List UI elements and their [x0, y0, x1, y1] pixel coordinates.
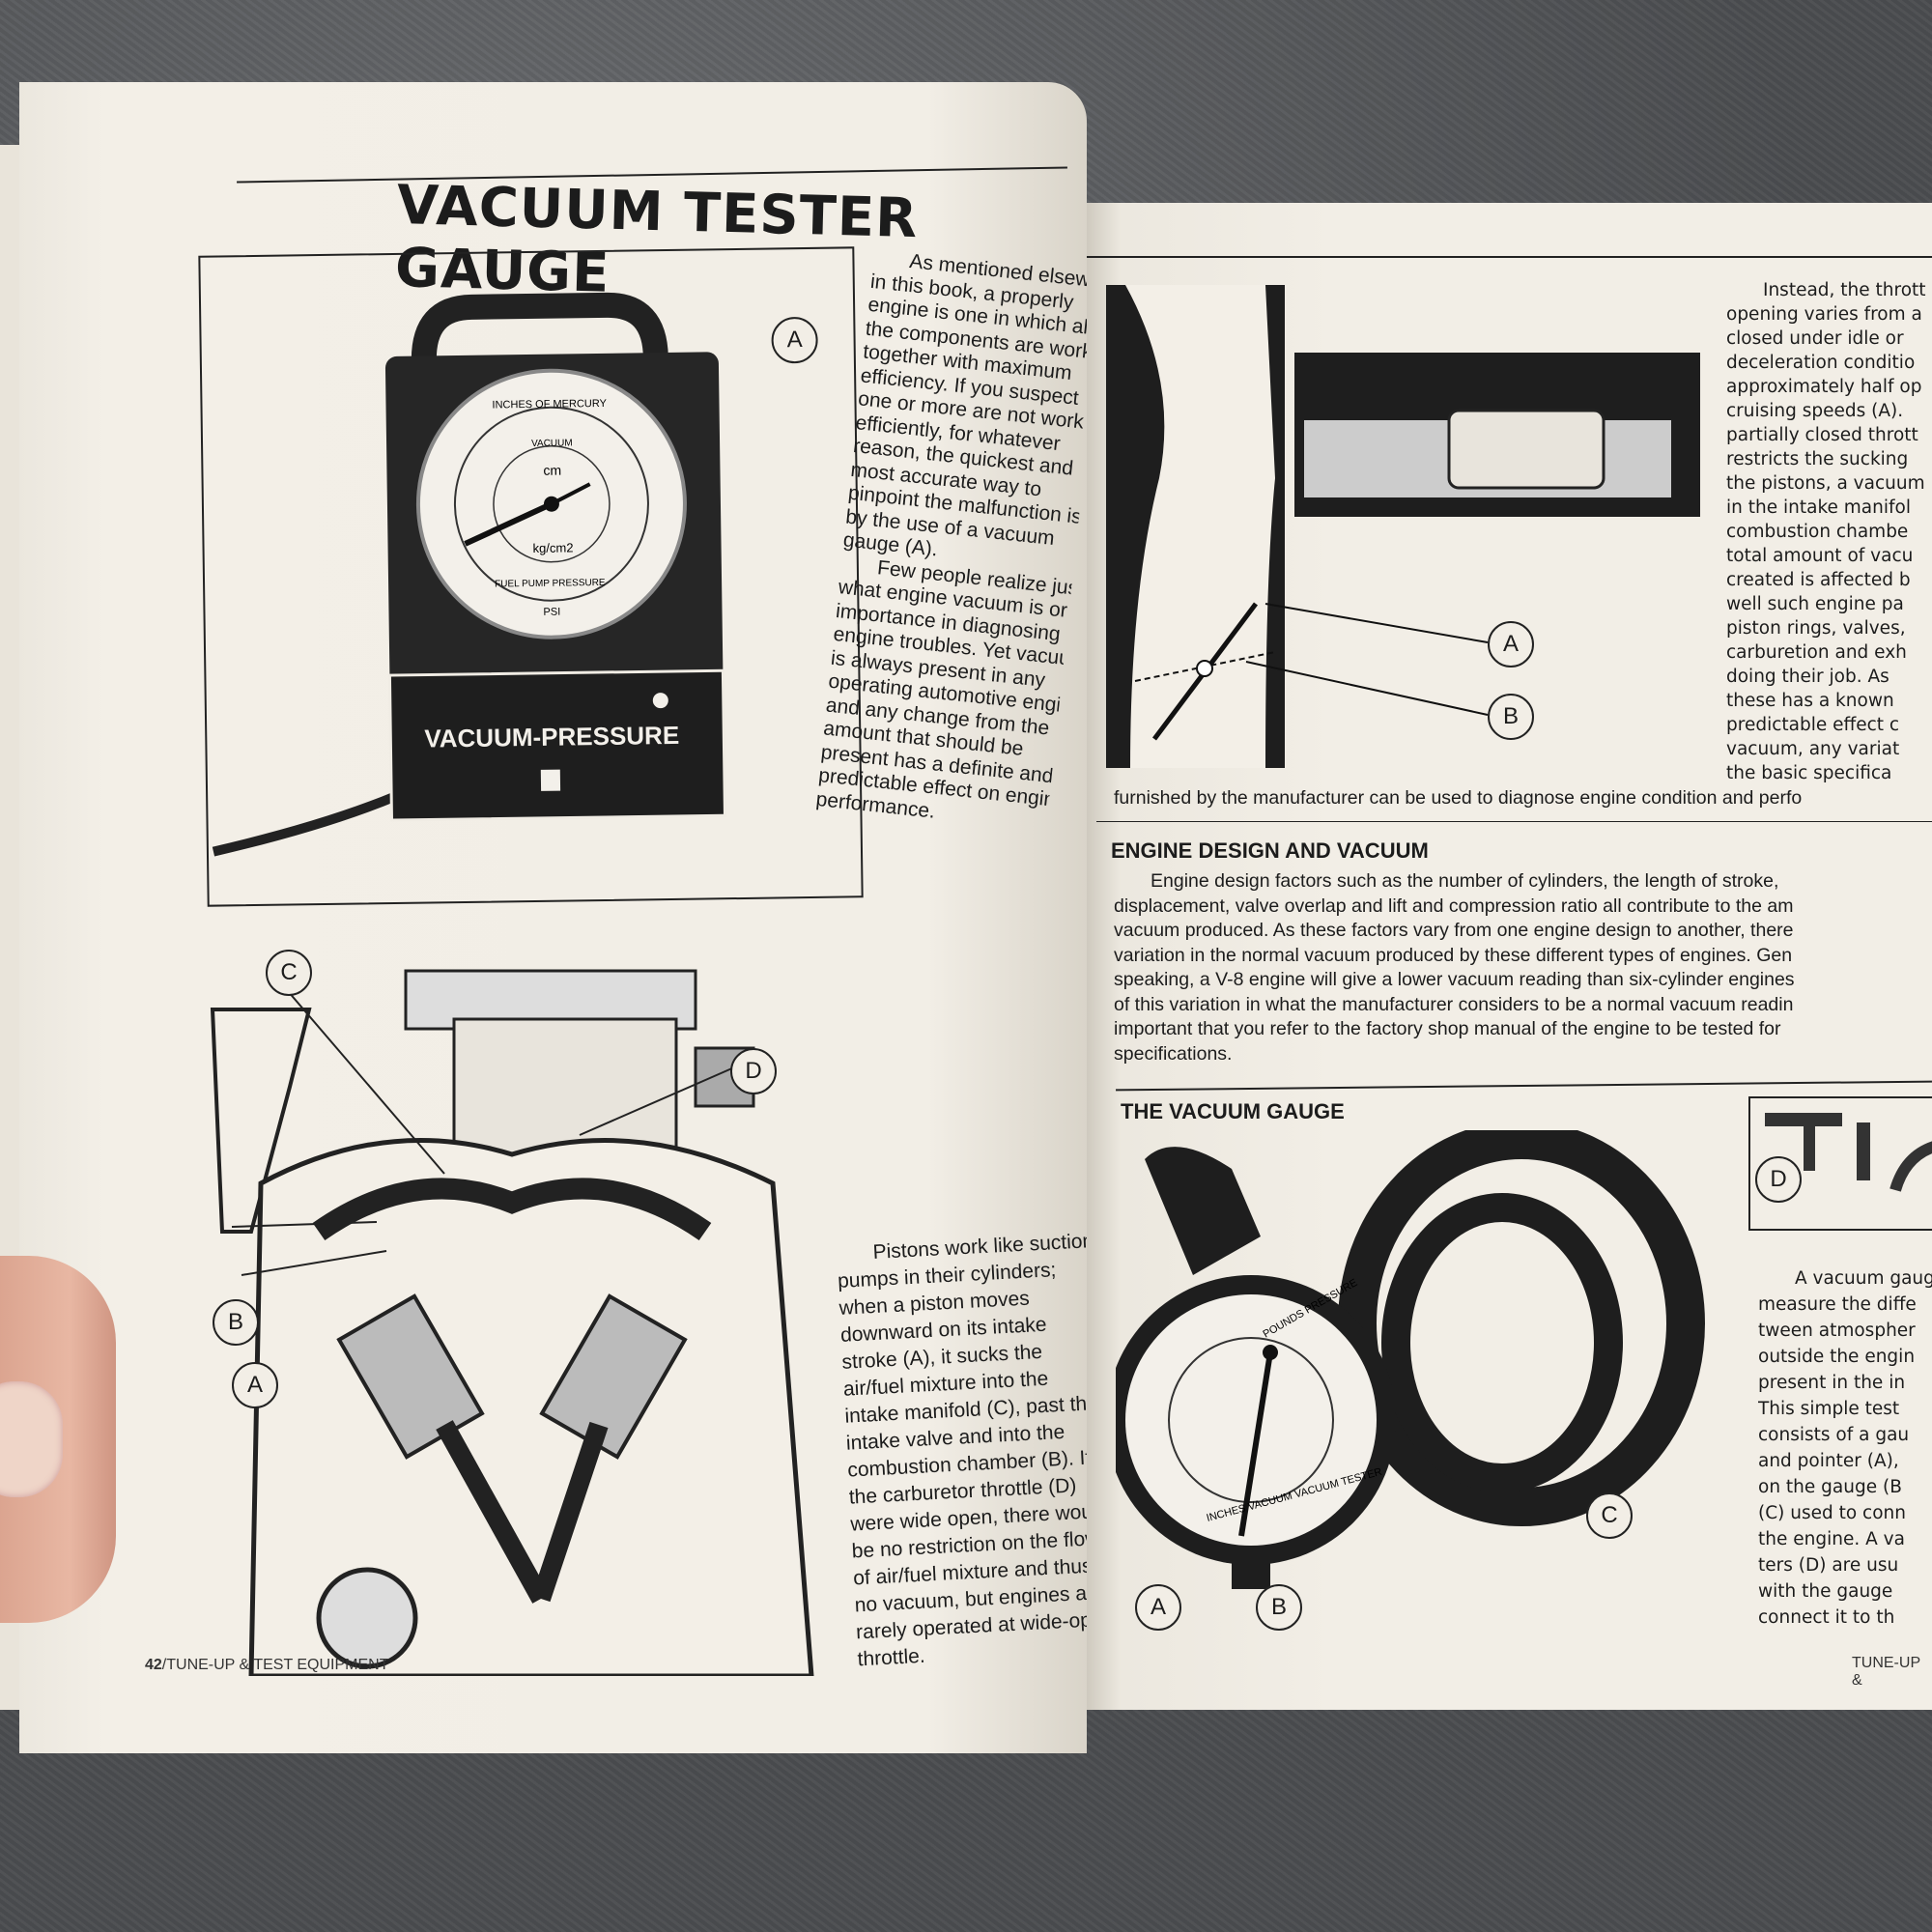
text-line: in the intake manifol — [1726, 497, 1911, 518]
dial-label-kg: kg/cm2 — [532, 540, 573, 555]
text-line: important that you refer to the factory … — [1114, 1018, 1781, 1039]
dial-label-mercury: INCHES OF MERCURY — [492, 398, 607, 412]
text-line: closed under idle or — [1726, 328, 1904, 349]
divider — [1096, 821, 1932, 822]
dial-label-cm: cm — [543, 463, 561, 478]
dial-label-vacuum: VACUUM — [531, 438, 573, 449]
text-line: Engine design factors such as the number… — [1151, 870, 1779, 892]
text-line: vacuum, any variat — [1726, 739, 1900, 759]
text-line: piston rings, valves, — [1726, 618, 1906, 639]
left-footer: 42/TUNE-UP & TEST EQUIPMENT — [145, 1657, 389, 1674]
dial-label-psi: PSI — [543, 607, 560, 618]
engine-callout-d: D — [730, 1048, 777, 1094]
gauge-callout-b: B — [1256, 1584, 1302, 1631]
text-line: with the gauge — [1758, 1581, 1893, 1602]
throttle-text: Instead, the thrott opening varies from a… — [1726, 278, 1932, 785]
text-line: ters (D) are usu — [1758, 1555, 1899, 1576]
engine-design-text: Engine design factors such as the number… — [1114, 869, 1795, 1066]
dial-label-fuel-pressure: FUEL PUMP PRESSURE — [495, 578, 606, 590]
text-line: measure the diffe — [1758, 1294, 1917, 1315]
text-line: of this variation in what the manufactur… — [1114, 993, 1794, 1015]
furnished-line: furnished by the manufacturer can be use… — [1114, 787, 1803, 809]
carb-callout-b: B — [1488, 694, 1534, 740]
footer-title: /TUNE-UP & TEST EQUIPMENT — [161, 1657, 389, 1673]
vacuum-gauge-illustration: POUNDS PRESSURE INCHES VACUUM VACUUM TES… — [1116, 1130, 1705, 1589]
text-line: and pointer (A), — [1758, 1451, 1899, 1471]
gauge-callout-a: A — [1135, 1584, 1181, 1631]
text-line: vacuum produced. As these factors vary f… — [1114, 920, 1794, 941]
carburetor-throttle-illustration — [1106, 285, 1700, 768]
text-line: (C) used to conn — [1758, 1503, 1906, 1523]
header-rule — [1087, 256, 1932, 258]
text-line: carburetion and exh — [1726, 642, 1907, 663]
carb-callout-a: A — [1488, 621, 1534, 668]
text-line: the pistons, a vacuum — [1726, 473, 1925, 494]
vacuum-gauge-text: A vacuum gaug measure the diffe tween atmo… — [1758, 1265, 1932, 1631]
hand-holding-book — [0, 1256, 116, 1623]
text-line: well such engine pa — [1726, 594, 1904, 614]
text-line: the engine. A va — [1758, 1529, 1905, 1549]
left-page: VACUUM TESTER GAUGE INCHES OF MERCURY VA… — [19, 82, 1087, 1753]
engine-callout-a: A — [232, 1362, 278, 1408]
text-line: variation in the normal vacuum produced … — [1114, 944, 1793, 966]
text-line: doing their job. As — [1726, 667, 1889, 687]
right-page: A B Instead, the thrott opening varies fr… — [1087, 203, 1932, 1710]
text-line: total amount of vacu — [1726, 546, 1914, 566]
adapters-box: D — [1748, 1096, 1932, 1231]
text-line: predictable effect c — [1726, 715, 1900, 735]
text-line: created is affected b — [1726, 570, 1911, 590]
fingernail — [0, 1381, 63, 1497]
engine-callout-c: C — [266, 950, 312, 996]
divider — [1116, 1080, 1932, 1092]
text-line: approximately half op — [1726, 377, 1922, 397]
text-line: speaking, a V-8 engine will give a lower… — [1114, 969, 1795, 990]
text-line: displacement, valve overlap and lift and… — [1114, 895, 1794, 917]
text-line: partially closed thrott — [1726, 425, 1918, 445]
text-line: opening varies from a — [1726, 304, 1922, 325]
gauge-callout-d: D — [1755, 1156, 1802, 1203]
text-line: combustion chambe — [1726, 522, 1909, 542]
vacuum-gauge-heading: THE VACUUM GAUGE — [1121, 1099, 1345, 1123]
text-line: A vacuum gaug — [1795, 1268, 1932, 1289]
engine-cutaway-illustration — [210, 969, 814, 1676]
engine-design-heading: ENGINE DESIGN AND VACUUM — [1111, 838, 1429, 863]
text-line: the basic specifica — [1726, 763, 1892, 783]
gauge-callout-c: C — [1586, 1492, 1633, 1539]
page-number: 42 — [145, 1657, 162, 1673]
text-line: deceleration conditio — [1726, 353, 1916, 373]
figure-vacuum-tester: INCHES OF MERCURY VACUUM cm kg/cm2 FUEL … — [198, 246, 864, 907]
text-line: tween atmospher — [1758, 1321, 1916, 1341]
text-line: outside the engin — [1758, 1347, 1916, 1367]
right-footer: TUNE-UP & — [1852, 1655, 1920, 1689]
text-line: consists of a gau — [1758, 1425, 1910, 1445]
text-line: connect it to th — [1758, 1607, 1895, 1628]
text-line: Instead, the thrott — [1763, 280, 1926, 300]
text-line: specifications. — [1114, 1042, 1233, 1065]
panel-label: VACUUM-PRESSURE — [424, 721, 679, 753]
engine-callout-b: B — [213, 1299, 259, 1346]
vacuum-tester-illustration: INCHES OF MERCURY VACUUM cm kg/cm2 FUEL … — [212, 292, 726, 857]
text-line: these has a known — [1726, 691, 1894, 711]
adapter-fittings-icon — [1765, 1113, 1932, 1192]
text-line: on the gauge (B — [1758, 1477, 1902, 1497]
text-line: present in the in — [1758, 1373, 1906, 1393]
text-line: This simple test — [1758, 1399, 1900, 1419]
text-line: restricts the sucking — [1726, 449, 1909, 469]
text-line: cruising speeds (A). — [1726, 401, 1904, 421]
